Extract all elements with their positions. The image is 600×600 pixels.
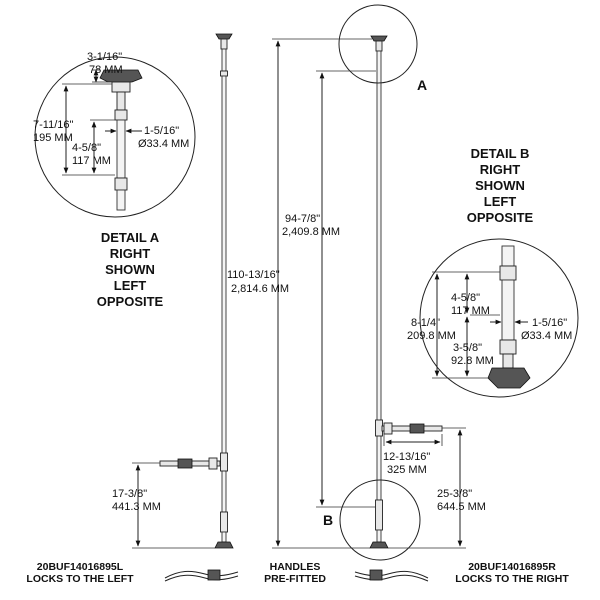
detail-b-title-line: OPPOSITE — [467, 210, 534, 225]
detail-b-title-line: SHOWN — [475, 178, 525, 193]
right-pole — [369, 35, 443, 549]
detail-a-dia-in: 1-5/16" — [144, 125, 179, 137]
detail-b-title-line: LEFT — [484, 194, 517, 209]
handle-length-in: 12-13/16" — [383, 451, 430, 463]
detail-b-title-line: RIGHT — [480, 162, 521, 177]
detail-b-title: DETAIL B RIGHT SHOWN LEFT OPPOSITE — [467, 146, 534, 225]
handles-note: HANDLES — [270, 561, 321, 573]
detail-b-marker — [339, 479, 421, 561]
detail-a-title-line: RIGHT — [110, 246, 151, 261]
prefitted-note: PRE-FITTED — [264, 573, 326, 585]
detail-a-mid-mm: 117 MM — [72, 155, 111, 167]
handle-length-dimension — [383, 434, 443, 446]
detail-a-title-line: SHOWN — [105, 262, 155, 277]
detail-a-mid-in: 4-5/8" — [72, 142, 101, 154]
right-handle-top-view — [354, 569, 429, 582]
detail-b-dia-mm: Ø33.4 MM — [521, 330, 572, 342]
detail-b-dia-in: 1-5/16" — [532, 317, 567, 329]
left-lock-note: LOCKS TO THE LEFT — [26, 573, 134, 585]
detail-a-total-mm: 195 MM — [33, 132, 73, 144]
handle-length-mm: 325 MM — [387, 464, 427, 476]
detail-b-view — [419, 238, 579, 398]
left-part-number: 20BUF14016895L — [37, 561, 124, 573]
detail-a-letter: A — [417, 77, 427, 93]
detail-b-top-mm: 117 MM — [451, 305, 490, 317]
detail-a-title: DETAIL A RIGHT SHOWN LEFT OPPOSITE — [97, 230, 164, 309]
left-handle-dimension — [132, 462, 215, 549]
right-part-number: 20BUF14016895R — [468, 561, 556, 573]
detail-b-total-mm: 209.8 MM — [407, 330, 456, 342]
overall-length-in: 110-13/16" — [227, 269, 280, 281]
detail-b-top-in: 4-5/8" — [451, 292, 480, 304]
right-handle-height-in: 25-3/8" — [437, 488, 472, 500]
right-lock-note: LOCKS TO THE RIGHT — [455, 573, 569, 585]
detail-a-top-in: 3-1/16" — [87, 51, 122, 63]
detail-b-total-in: 8-1/4" — [411, 317, 440, 329]
inner-length-in: 94-7/8" — [285, 213, 320, 225]
overall-dimension — [272, 38, 372, 549]
right-handle-dimension — [388, 427, 466, 549]
detail-b-bot-in: 3-5/8" — [453, 342, 482, 354]
left-handle-top-view — [164, 569, 239, 582]
right-handle-height-mm: 644.5 MM — [437, 501, 486, 513]
detail-a-dia-mm: Ø33.4 MM — [138, 138, 189, 150]
detail-b-bot-mm: 92.8 MM — [451, 355, 494, 367]
detail-b-title-line: DETAIL B — [471, 146, 530, 161]
detail-a-title-line: DETAIL A — [101, 230, 160, 245]
detail-a-title-line: LEFT — [114, 278, 147, 293]
left-handle-height-in: 17-3/8" — [112, 488, 147, 500]
left-handle-height-mm: 441.3 MM — [112, 501, 161, 513]
left-pole — [159, 33, 234, 549]
detail-a-total-in: 7-11/16" — [33, 119, 73, 131]
inner-length-mm: 2,409.8 MM — [282, 226, 340, 238]
detail-a-marker — [338, 4, 418, 84]
detail-a-top-mm: 78 MM — [89, 64, 123, 76]
overall-length-mm: 2,814.6 MM — [231, 283, 289, 295]
detail-a-title-line: OPPOSITE — [97, 294, 164, 309]
detail-b-letter: B — [323, 512, 333, 528]
detail-a-view — [34, 56, 196, 218]
inner-dimension — [316, 70, 376, 508]
